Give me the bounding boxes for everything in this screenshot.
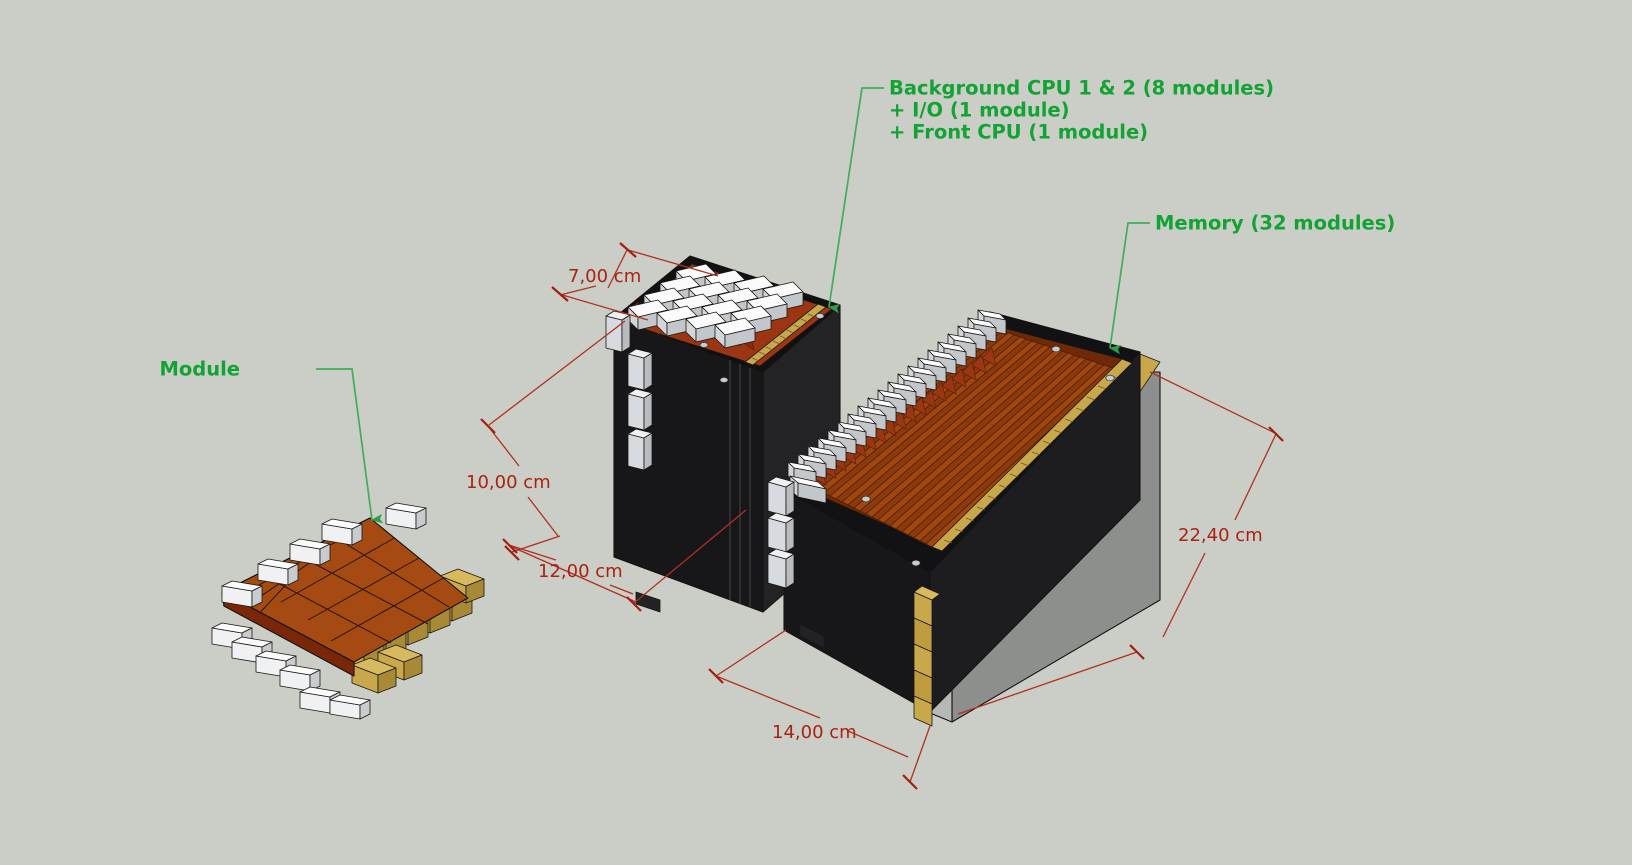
dimension-line [559, 249, 628, 296]
callouts-layer: Module Background CPU 1 & 2 (8 modules) … [159, 77, 1395, 524]
dimension-height-10cm: 10,00 cm [466, 320, 626, 561]
dimension-label-12cm: 12,00 cm [538, 561, 623, 582]
dimension-label-2240cm: 22,40 cm [1178, 525, 1263, 546]
dimension-line [1162, 433, 1277, 638]
callout-leader-line [316, 368, 384, 524]
dimension-extension [957, 371, 1278, 715]
memory-screws [861, 345, 1115, 567]
dimension-width-14cm: 14,00 cm [708, 629, 931, 790]
dimension-line [508, 544, 634, 595]
dimension-line [715, 675, 909, 758]
dimension-tick [502, 538, 642, 612]
callout-memory[interactable]: Memory (32 modules) [1108, 212, 1395, 355]
dimension-extension [715, 629, 931, 783]
cpu-unit-object [605, 255, 841, 613]
cpu-seams [729, 360, 751, 607]
dimension-extension [488, 320, 626, 553]
dimension-height-2240cm: 22,40 cm [957, 371, 1284, 715]
cpu-module-blocks [627, 263, 804, 349]
dimension-tick [480, 418, 520, 561]
memory-gold-rail [931, 358, 1133, 552]
memory-module-blocks [787, 309, 1007, 504]
dimension-tick [708, 668, 918, 790]
callout-leader-line [1108, 222, 1150, 355]
callout-label-memory: Memory (32 modules) [1155, 212, 1395, 235]
dimension-label-14cm: 14,00 cm [772, 722, 857, 743]
cpu-gold-strip [744, 303, 827, 366]
memory-foot [799, 623, 825, 649]
dimension-extension [558, 249, 719, 321]
callout-module[interactable]: Module [159, 358, 384, 524]
dimension-label-10cm: 10,00 cm [466, 472, 551, 493]
memory-front-gold-connectors [913, 585, 941, 727]
module-detail-object [211, 502, 485, 720]
dimension-label-7cm: 7,00 cm [568, 266, 641, 287]
callout-label-cpu-line3: + Front CPU (1 module) [889, 121, 1148, 144]
dimensions-layer: 7,00 cm 10,00 cm 12,00 cm [466, 242, 1284, 790]
callout-label-module: Module [159, 358, 240, 381]
dimension-extension [509, 509, 747, 604]
dimension-tick [551, 242, 637, 302]
cpu-left-connectors [605, 310, 653, 471]
memory-unit-object [767, 309, 1161, 727]
callout-label-cpu-line1: Background CPU 1 & 2 (8 modules) [889, 77, 1274, 100]
dimension-depth-7cm: 7,00 cm [551, 242, 719, 321]
callout-cpu[interactable]: Background CPU 1 & 2 (8 modules) + I/O (… [827, 77, 1274, 314]
callout-leader-line [827, 87, 884, 314]
memory-copper-fins [805, 328, 1123, 548]
memory-left-connectors [767, 476, 795, 589]
dimension-width-12cm: 12,00 cm [502, 509, 747, 612]
dimension-tick [1129, 426, 1284, 660]
cpu-screws [699, 313, 825, 383]
module-silver-connectors [211, 502, 427, 720]
callout-label-cpu-line2: + I/O (1 module) [889, 99, 1070, 122]
